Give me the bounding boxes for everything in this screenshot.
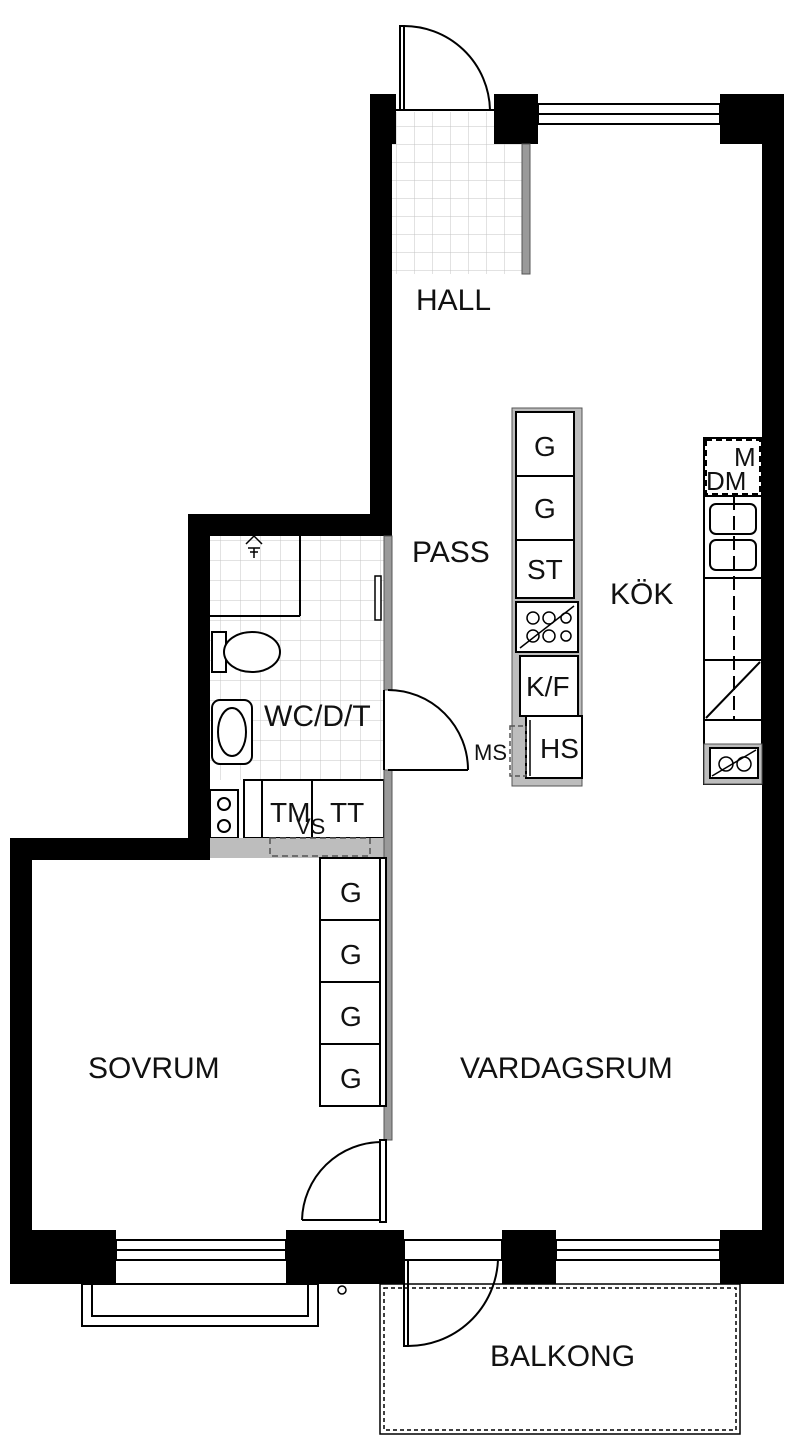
room-label-hall: HALL <box>416 284 491 317</box>
island-g1-label: G <box>534 431 556 462</box>
room-label-balkong: BALKONG <box>490 1340 635 1373</box>
room-label-kok: KÖK <box>610 578 673 611</box>
wardrobe-g1-label: G <box>340 877 362 908</box>
bathroom-door[interactable] <box>383 689 469 771</box>
shower-icon <box>245 534 263 558</box>
island-g2-label: G <box>534 493 556 524</box>
dishwasher-label: DM <box>706 466 746 496</box>
bedroom-door[interactable] <box>301 1139 387 1223</box>
microwave-shelf <box>509 725 527 777</box>
wardrobe-g3-label: G <box>340 1001 362 1032</box>
island-st-label: ST <box>527 554 563 585</box>
room-label-vardagsrum: VARDAGSRUM <box>460 1052 673 1085</box>
water-heater-label: VS <box>296 814 325 839</box>
room-label-pass: PASS <box>412 536 490 569</box>
room-label-bathroom: WC/D/T <box>264 700 371 733</box>
water-heater <box>269 837 371 857</box>
room-label-sovrum: SOVRUM <box>88 1052 220 1085</box>
fridge-label: K/F <box>526 671 570 702</box>
balcony-outline <box>379 1283 741 1435</box>
wardrobe-g4-label: G <box>340 1063 362 1094</box>
washing-machine-label: TM <box>270 797 310 828</box>
freezer-label: HS <box>540 733 579 764</box>
microwave-label: M <box>734 442 756 472</box>
hall-partition <box>521 143 531 275</box>
dryer-label: TT <box>330 797 364 828</box>
wardrobe-g2-label: G <box>340 939 362 970</box>
bedroom-bay <box>81 1283 319 1327</box>
towel-rail <box>374 575 382 621</box>
bathroom-fixtures <box>209 536 385 839</box>
exterior-walls <box>10 94 784 1284</box>
drain-marker <box>337 1285 347 1295</box>
kitchen-island <box>511 407 583 787</box>
microwave-shelf-label: MS <box>474 740 507 765</box>
bathroom-bottom-partition <box>210 838 386 858</box>
windows <box>115 103 721 1261</box>
balcony-door[interactable] <box>403 1259 499 1348</box>
wardrobes <box>319 857 387 1107</box>
entrance-door[interactable] <box>396 24 494 111</box>
bathroom-right-partition <box>383 535 393 691</box>
kitchen-counter <box>703 437 763 785</box>
